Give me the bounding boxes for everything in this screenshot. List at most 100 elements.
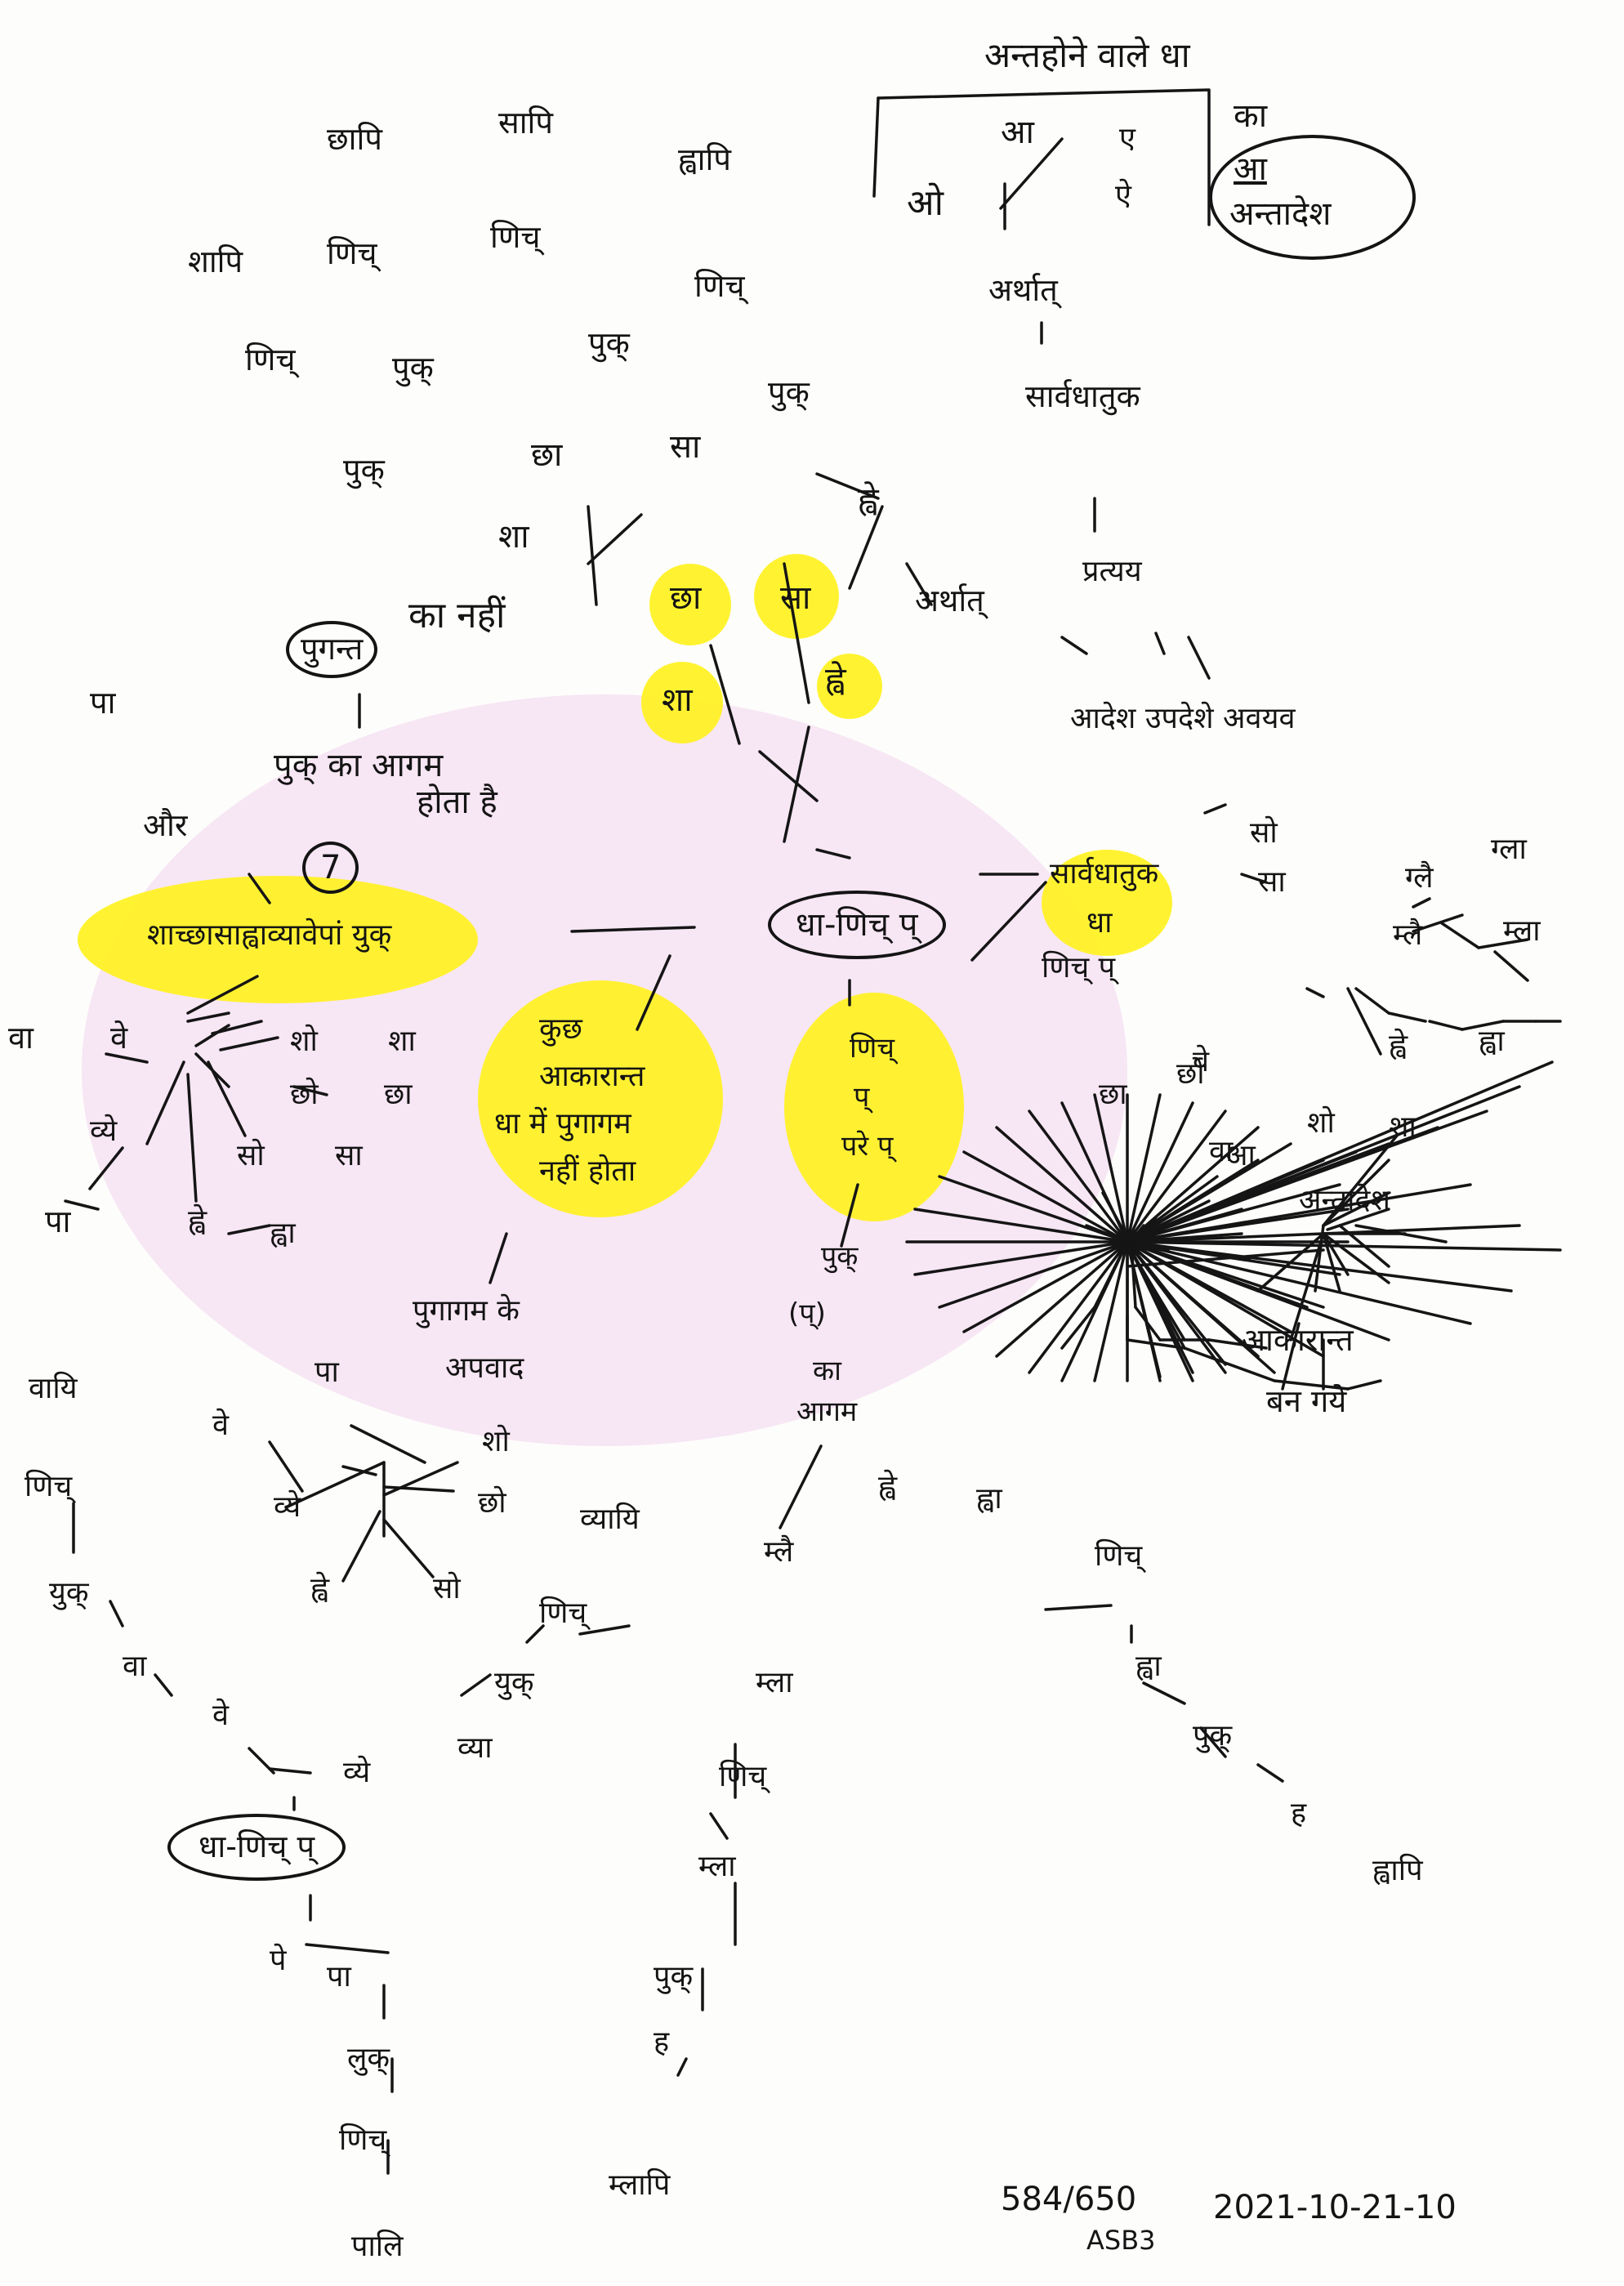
top-box-chain-arthat: अर्थात् — [988, 272, 1058, 308]
hlai-chain-3: ह्वा — [1135, 1650, 1162, 1683]
right-spoke-0: ग्लै — [1405, 861, 1434, 895]
middle-title-2: धा में पुगागम — [494, 1107, 631, 1141]
top-circle-text: का नहीं — [408, 595, 506, 636]
branch-1-puk: पुक् — [392, 350, 434, 386]
branch-3-puk: पुक् — [768, 374, 810, 410]
left-row-hva: ह्वा — [270, 1217, 296, 1250]
top-box-chain-sarv: सार्वधातुक — [1025, 378, 1140, 414]
hlai-chain-5: ह — [1291, 1797, 1307, 1830]
right-spoke-5: ह्वा — [1479, 1025, 1505, 1058]
top-box-circle-ka: का — [1234, 97, 1268, 135]
top-box-vowel-aa: आ — [1001, 114, 1034, 151]
right-spoke-4: ह्वे — [1389, 1029, 1408, 1062]
right-spoke-11: वा — [1209, 1135, 1234, 1168]
vay-chain-3: वा — [123, 1650, 147, 1683]
mlai-chain-2: णिच् — [719, 1760, 767, 1793]
branch-0-nic: णिच् — [245, 342, 296, 377]
branch-3-nic: णिच् — [694, 268, 745, 304]
left-row-ve: वे — [110, 1020, 128, 1056]
top-node-sha: शा — [662, 681, 693, 719]
vay-chain-0: वायि — [29, 1372, 78, 1405]
top-box-circle-ring — [1209, 135, 1416, 260]
branch-2-pi: सापि — [498, 105, 553, 141]
hlai-chain-1: ह्वा — [976, 1482, 1002, 1516]
right-spoke-3: म्ला — [1503, 914, 1541, 948]
mlai-chain-6: म्लापि — [609, 2168, 671, 2202]
right-spoke-6: शो — [1307, 1106, 1335, 1140]
right-nyap: णिच् प् — [1042, 951, 1116, 984]
top-box-title: अन्तहोने वाले धा — [984, 35, 1190, 75]
middle-title-3: नहीं होता — [539, 1154, 636, 1188]
mlai-chain-3: म्ला — [698, 1850, 736, 1883]
top-node-hve-upper: ह्वे — [858, 481, 878, 519]
top-agam-line2: होता है — [417, 784, 497, 821]
vay-chain-4: वे — [212, 1699, 230, 1732]
top-node-sa: सा — [780, 579, 811, 617]
mlai-chain-4: पुक् — [654, 1960, 694, 1994]
middle-spoke-4: शो — [482, 1425, 510, 1458]
mlai-chain-5: ह — [654, 2025, 670, 2059]
left-number: 7 — [302, 842, 359, 894]
pa-chain-2: लुक् — [347, 2042, 390, 2075]
vay-chain-1: णिच् — [25, 1470, 73, 1503]
top-node-chha-upper: छा — [531, 436, 563, 474]
right-spoke-1: ग्ला — [1491, 833, 1527, 866]
hlai-chain-6: ह्वापि — [1372, 1854, 1423, 1887]
right-spoke-10: वे — [1193, 1045, 1210, 1078]
right-spoke-7: शा — [1389, 1110, 1417, 1144]
left-up-aur: और — [143, 807, 188, 843]
left-row-va: वा — [8, 1020, 33, 1056]
top-arthat: अर्थात् — [915, 583, 984, 618]
branch-1-pi: छापि — [327, 121, 382, 157]
top-box-chain-pratyay: प्रत्यय — [1082, 555, 1142, 588]
vya-chain-3: व्ये — [343, 1756, 371, 1789]
branch-3-pi: ह्वापि — [678, 141, 731, 177]
middle-spoke-3: ह्वे — [310, 1572, 329, 1605]
middle-title-0: कुछ — [539, 1012, 582, 1046]
right-spoke-2: म्लै — [1393, 918, 1423, 952]
right-spoke-9: छा — [1099, 1078, 1127, 1111]
left-row-sha: शा — [388, 1025, 416, 1058]
center-title-2: परे प् — [841, 1130, 894, 1163]
middle-spoke-1: वे — [212, 1409, 230, 1442]
right-spoke-13: सा — [1258, 865, 1286, 899]
mlai-chain-0: म्लै — [764, 1535, 794, 1569]
branch-2-nic: णिच् — [490, 219, 541, 255]
left-row-chho: छो — [290, 1078, 319, 1111]
hlai-chain-2: णिच् — [1095, 1539, 1143, 1573]
right-spoke-15: अन्तादेश — [1299, 1184, 1391, 1217]
middle-spoke-2: व्ये — [274, 1490, 301, 1524]
right-spoke-12: सो — [1250, 816, 1278, 850]
pa-chain-4: पालि — [351, 2230, 404, 2263]
connector-lines — [64, 88, 1562, 2175]
left-row-pa: पा — [45, 1203, 71, 1239]
branch-0-pi: शापि — [188, 243, 243, 279]
right-heading: आदेश उपदेशे अवयव — [1070, 702, 1296, 735]
center-chain-3: आगम — [796, 1395, 858, 1428]
vya-chain-0: व्यायि — [580, 1502, 640, 1536]
middle-spoke-5: छो — [478, 1486, 506, 1520]
middle-subtitle-1: पुगागम के — [413, 1294, 520, 1328]
top-agam-line1: पुक् का आगम — [274, 747, 444, 784]
center-title-0: णिच् — [850, 1032, 895, 1065]
middle-subtitle-2: अपवाद — [445, 1351, 524, 1385]
top-circle-label: पुगन्त — [286, 621, 378, 678]
right-footer-1: आकारान्त — [1242, 1322, 1354, 1358]
top-node-sha-upper: शा — [498, 518, 529, 556]
branch-1-nic: णिच् — [327, 235, 377, 271]
right-title-2: धा — [1086, 906, 1113, 940]
middle-title-1: आकारान्त — [539, 1060, 645, 1093]
center-chain-1: (प्) — [788, 1297, 826, 1330]
center-chain-2: का — [813, 1355, 841, 1387]
top-box-vowel-ai: ऐ — [1115, 179, 1131, 212]
left-row-chha: छा — [384, 1078, 413, 1111]
vay-chain-2: युक् — [49, 1576, 89, 1610]
footer-reference: 584/650 — [1001, 2181, 1137, 2218]
vya-chain-2: युक् — [494, 1666, 534, 1699]
pa-chain-3: णिच् — [339, 2123, 387, 2157]
left-up-pa: पा — [90, 685, 116, 721]
vya-chain-1: णिच् — [539, 1596, 587, 1630]
top-node-hve: ह्वे — [825, 661, 845, 699]
left-row-so: सो — [237, 1139, 265, 1172]
